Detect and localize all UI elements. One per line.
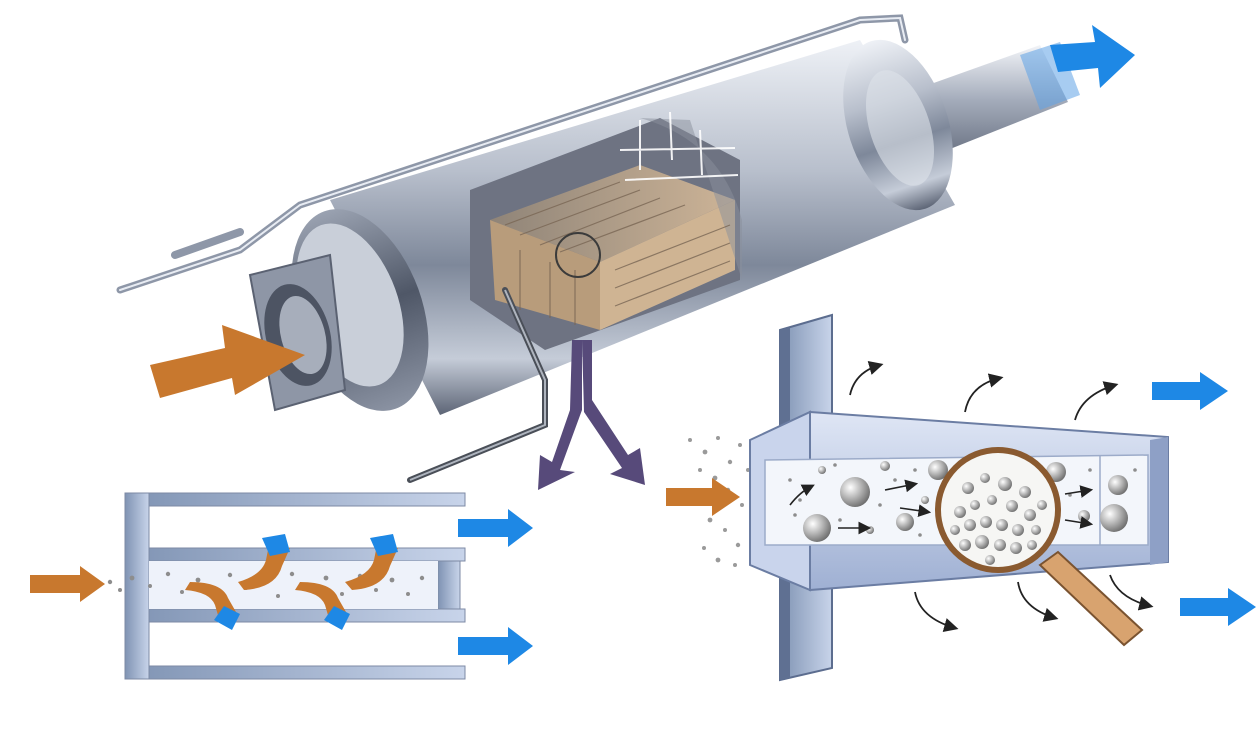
channel-flow-ribbons [185,534,398,630]
filter-cell-diagram [666,313,1256,682]
wall-flow-channel-diagram [30,492,533,680]
cutaway-filter-core [470,111,742,350]
dpf-canister [116,14,1080,483]
soot-flow-arrows [538,340,645,490]
inner-flow-arrows [789,479,1094,535]
inlet-flange [248,209,429,412]
channel-outlet-arrow-bottom-icon [458,627,533,665]
cell-inlet-arrow-icon [666,478,740,516]
detail-circle [555,232,601,278]
magnifier-icon [935,447,1144,647]
regeneration-arrow-icon [849,360,1154,632]
exhaust-inlet-arrow-icon [150,325,305,398]
cell-outlet-arrow-top-icon [1152,372,1228,410]
cell-outlet-arrow-bottom-icon [1180,588,1256,626]
sensor-tube-lower [171,228,244,259]
exhaust-outlet-arrow-icon [1050,25,1135,88]
channel-inlet-arrow-icon [30,566,105,602]
channel-outlet-arrow-top-icon [458,509,533,547]
